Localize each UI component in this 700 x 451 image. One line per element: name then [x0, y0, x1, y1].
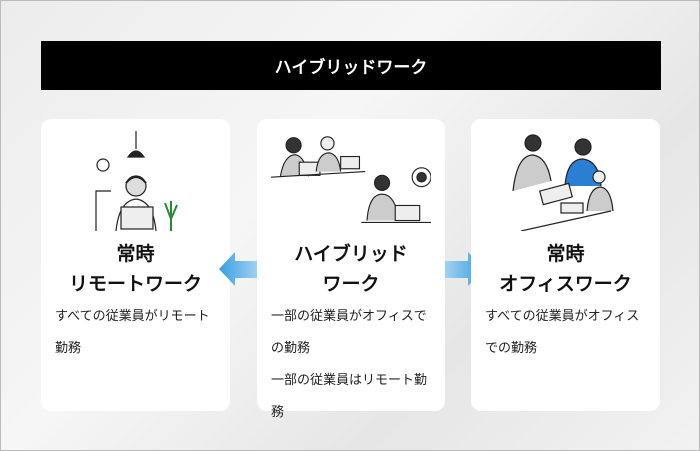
remote-worker-illustration: [55, 119, 216, 231]
hybrid-workers-illustration: [271, 119, 431, 231]
card-title-line2: オフィスワーク: [499, 273, 632, 295]
card-office-work: 常時オフィスワーク すべての従業員がオフィスでの勤務: [471, 119, 660, 411]
office-meeting-illustration: [485, 119, 646, 231]
card-title-line2: ワーク: [322, 273, 380, 295]
card-description-2: 一部の従業員はリモート勤務: [271, 373, 428, 420]
card-hybrid-work: ハイブリッドワーク 一部の従業員がオフィスでの勤務一部の従業員はリモート勤務: [257, 119, 445, 420]
card-title-line1: ハイブリッド: [294, 243, 408, 265]
card-title-line2: リモートワーク: [68, 273, 202, 295]
page-title: ハイブリッドワーク: [41, 41, 661, 90]
arrow-left-icon: [219, 252, 269, 286]
card-description: すべての従業員がオフィスでの勤務: [485, 309, 640, 356]
card-description-1: 一部の従業員がオフィスでの勤務: [271, 309, 427, 356]
card-description: すべての従業員がリモート勤務: [55, 309, 210, 356]
card-remote-work: 常時リモートワーク すべての従業員がリモート勤務: [41, 119, 230, 411]
card-title-line1: 常時: [546, 243, 585, 265]
card-title-line1: 常時: [116, 243, 155, 265]
